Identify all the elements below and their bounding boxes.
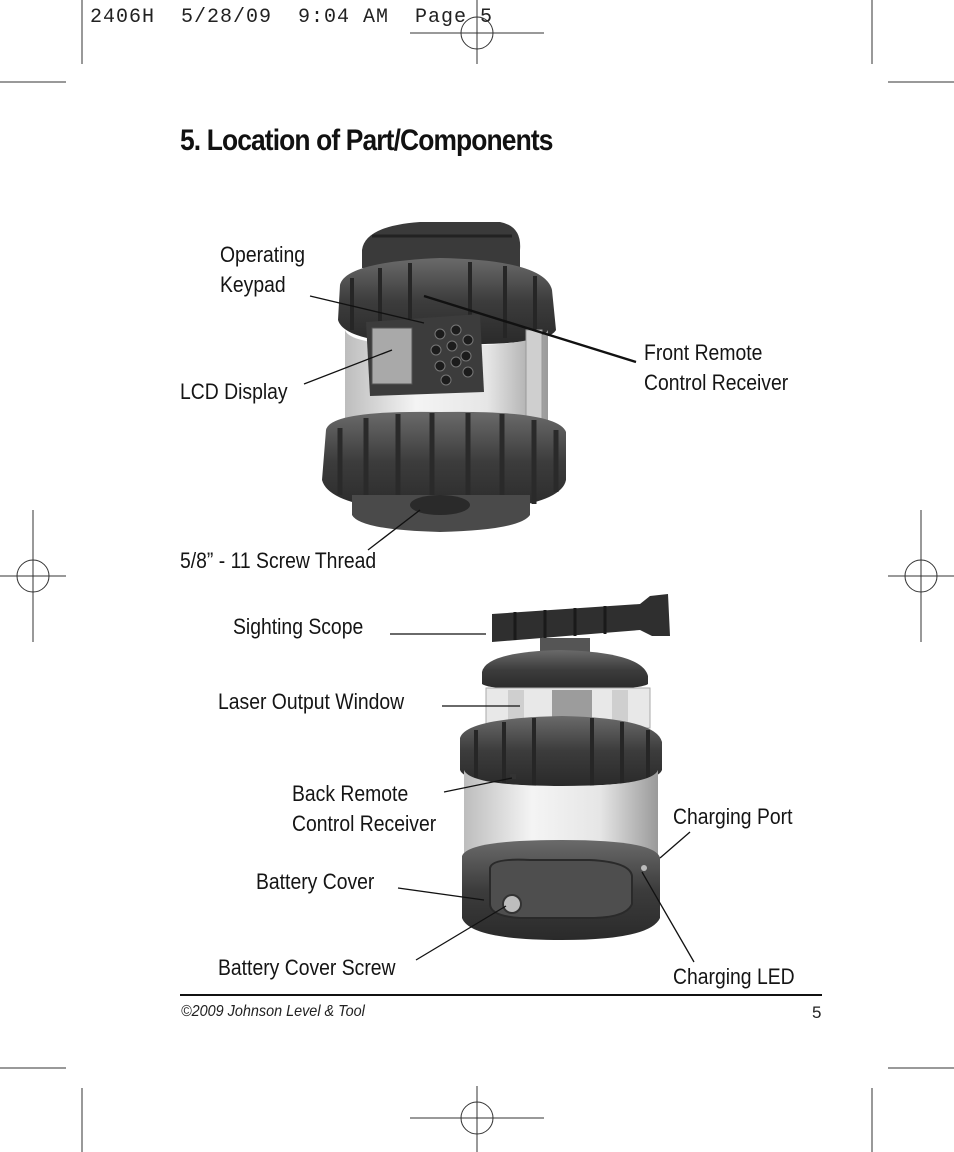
registration-mark-top <box>410 0 544 64</box>
laser-back-illustration <box>460 594 670 940</box>
registration-mark-bottom <box>410 1086 544 1152</box>
label-charging-led: Charging LED <box>673 964 795 989</box>
registration-mark-left <box>0 510 66 642</box>
page-number: 5 <box>812 1003 822 1022</box>
registration-mark-right <box>888 510 954 642</box>
label-battery-cover-screw: Battery Cover Screw <box>218 955 396 980</box>
label-laser-output-window: Laser Output Window <box>218 689 405 714</box>
label-lcd-display: LCD Display <box>180 379 288 404</box>
footer-copyright: ©2009 Johnson Level & Tool <box>181 1003 365 1020</box>
label-battery-cover: Battery Cover <box>256 869 375 894</box>
label-screw-thread: 5/8” - 11 Screw Thread <box>180 548 377 573</box>
label-back-remote-receiver: Back Remote Control Receiver <box>292 781 437 836</box>
print-slug: 2406H 5/28/09 9:04 AM Page 5 <box>90 6 494 29</box>
label-front-remote-receiver: Front Remote Control Receiver <box>644 340 789 395</box>
callout-lines <box>303 294 695 963</box>
footer-rule <box>180 994 822 996</box>
section-title: 5. Location of Part/Components <box>180 124 553 157</box>
label-charging-port: Charging Port <box>673 804 793 829</box>
label-operating-keypad: Operating Keypad <box>220 242 306 297</box>
label-sighting-scope: Sighting Scope <box>233 614 364 639</box>
laser-front-illustration <box>322 222 566 532</box>
